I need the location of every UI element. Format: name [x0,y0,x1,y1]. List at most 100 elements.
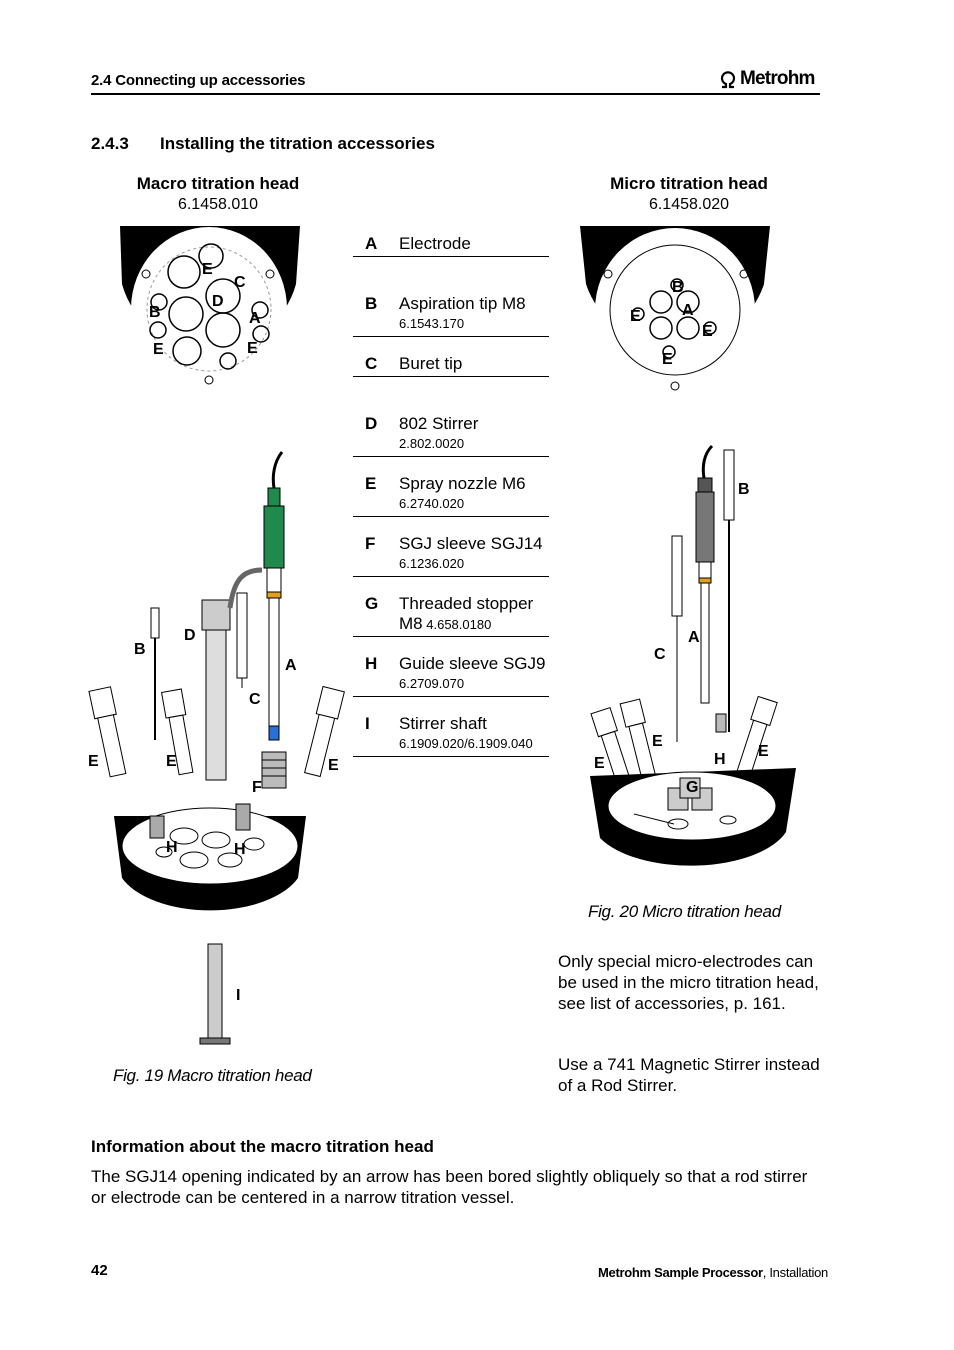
legend-rule [353,696,549,697]
legend-row-a: A Electrode [353,232,549,292]
fig19-caption: Fig. 19 Macro titration head [113,1066,312,1085]
legend-letter: F [365,534,376,553]
legend-row-i: I Stirrer shaft 6.1909.020/6.1909.040 [353,712,549,772]
brand-name: Metrohm [740,68,815,89]
legend-name: Aspiration tip M8 [399,294,526,313]
legend-name: Threaded stopper [399,594,534,613]
label-d: D [212,293,224,310]
info-heading: Information about the macro titration he… [91,1137,434,1156]
macro-title: Macro titration head [136,174,300,193]
label-e: E [652,733,663,750]
legend-code: 4.658.0180 [426,617,492,632]
macro-exploded-view: B D A C E E E F H H I [88,451,345,1045]
label-e: E [702,323,713,340]
legend-rule [353,756,549,757]
stirrer-note: Use a 741 Magnetic Stirrer instead of a … [558,1055,820,1095]
label-f: F [252,779,262,796]
micro-exploded-view: B A C E H E E G [590,444,796,866]
footer-suffix: , Installation [762,1265,828,1280]
legend-rule [353,376,549,377]
footer-product: Metrohm Sample Processor [598,1265,763,1280]
label-b: B [672,279,684,296]
macro-head-top-view: E C D B A E E [120,226,300,391]
label-a: A [682,302,694,319]
label-e: E [662,351,673,368]
legend-name: 802 Stirrer [399,414,479,433]
legend-rule [353,336,549,337]
legend-name: Electrode [399,234,471,253]
legend-letter: D [365,414,378,433]
legend-letter: A [365,234,378,253]
legend-letter: G [365,594,379,613]
omega-icon [720,71,736,89]
label-c: C [234,274,246,291]
info-paragraph: The SGJ14 opening indicated by an arrow … [91,1167,808,1207]
micro-title: Micro titration head [610,174,768,193]
legend-name: Spray nozzle M6 [399,474,526,493]
label-h: H [166,839,178,856]
label-e: E [202,261,213,278]
label-i: I [236,987,240,1004]
fig20-caption: Fig. 20 Micro titration head [588,902,781,921]
legend-code: 2.802.0020 [399,436,465,451]
legend-name: Buret tip [399,354,463,373]
legend-name: SGJ sleeve SGJ14 [399,534,543,553]
running-header: 2.4 Connecting up accessories [91,72,306,89]
label-e: E [758,743,769,760]
legend-rule [353,256,549,257]
label-c: C [654,646,666,663]
label-g: G [686,779,698,796]
footer-title: Metrohm Sample Processor, Installation [598,1265,828,1280]
label-e: E [328,757,339,774]
legend-letter: H [365,654,378,673]
micro-electrode-note: Only special micro-electrodes can be use… [558,952,819,1013]
legend-code: 6.1909.020/6.1909.040 [399,736,533,751]
label-c: C [249,691,261,708]
label-e: E [88,753,99,770]
legend-row-c: C Buret tip [353,352,549,412]
label-e: E [594,755,605,772]
section-number: 2.4.3 [91,134,129,153]
legend-letter: B [365,294,378,313]
legend-code: 6.1543.170 [399,316,465,331]
section-title: Installing the titration accessories [160,134,435,153]
label-e: E [630,308,641,325]
metrohm-logo: Metrohm [718,67,820,91]
label-d: D [184,627,196,644]
section-heading: 2.4.3 Installing the titration accessorie… [91,134,435,154]
legend-row-g: G Threaded stopper M8 4.658.0180 [353,592,549,652]
legend-code-line: M8 4.658.0180 [399,614,491,634]
legend-code: 6.2740.020 [399,496,465,511]
legend-rule [353,516,549,517]
label-a: A [285,657,297,674]
legend-row-h: H Guide sleeve SGJ9 6.2709.070 [353,652,549,712]
legend-code: 6.1236.020 [399,556,465,571]
label-e: E [247,340,258,357]
label-b: B [149,304,161,321]
label-h: H [234,841,246,858]
legend-rule [353,576,549,577]
label-h: H [714,751,726,768]
label-a: A [688,629,700,646]
legend-code: 6.2709.070 [399,676,465,691]
legend-name: Guide sleeve SGJ9 [399,654,546,673]
legend-name-cont: M8 [399,614,423,633]
macro-part: 6.1458.010 [177,196,259,213]
legend-name: Stirrer shaft [399,714,487,733]
micro-part: 6.1458.020 [648,196,730,213]
page-number: 42 [91,1262,108,1279]
label-e: E [166,753,177,770]
label-b: B [134,641,146,658]
legend-row-e: E Spray nozzle M6 6.2740.020 [353,472,549,532]
legend-rule [353,636,549,637]
legend-letter: E [365,474,377,493]
legend-row-f: F SGJ sleeve SGJ14 6.1236.020 [353,532,549,592]
label-b: B [738,481,750,498]
label-a: A [249,310,261,327]
legend-letter: I [365,714,370,733]
legend: A Electrode B Aspiration tip M8 6.1543.1… [353,232,549,772]
micro-head-top-view: B A E E E [580,226,770,392]
legend-letter: C [365,354,378,373]
legend-row-b: B Aspiration tip M8 6.1543.170 [353,292,549,352]
label-e: E [153,341,164,358]
